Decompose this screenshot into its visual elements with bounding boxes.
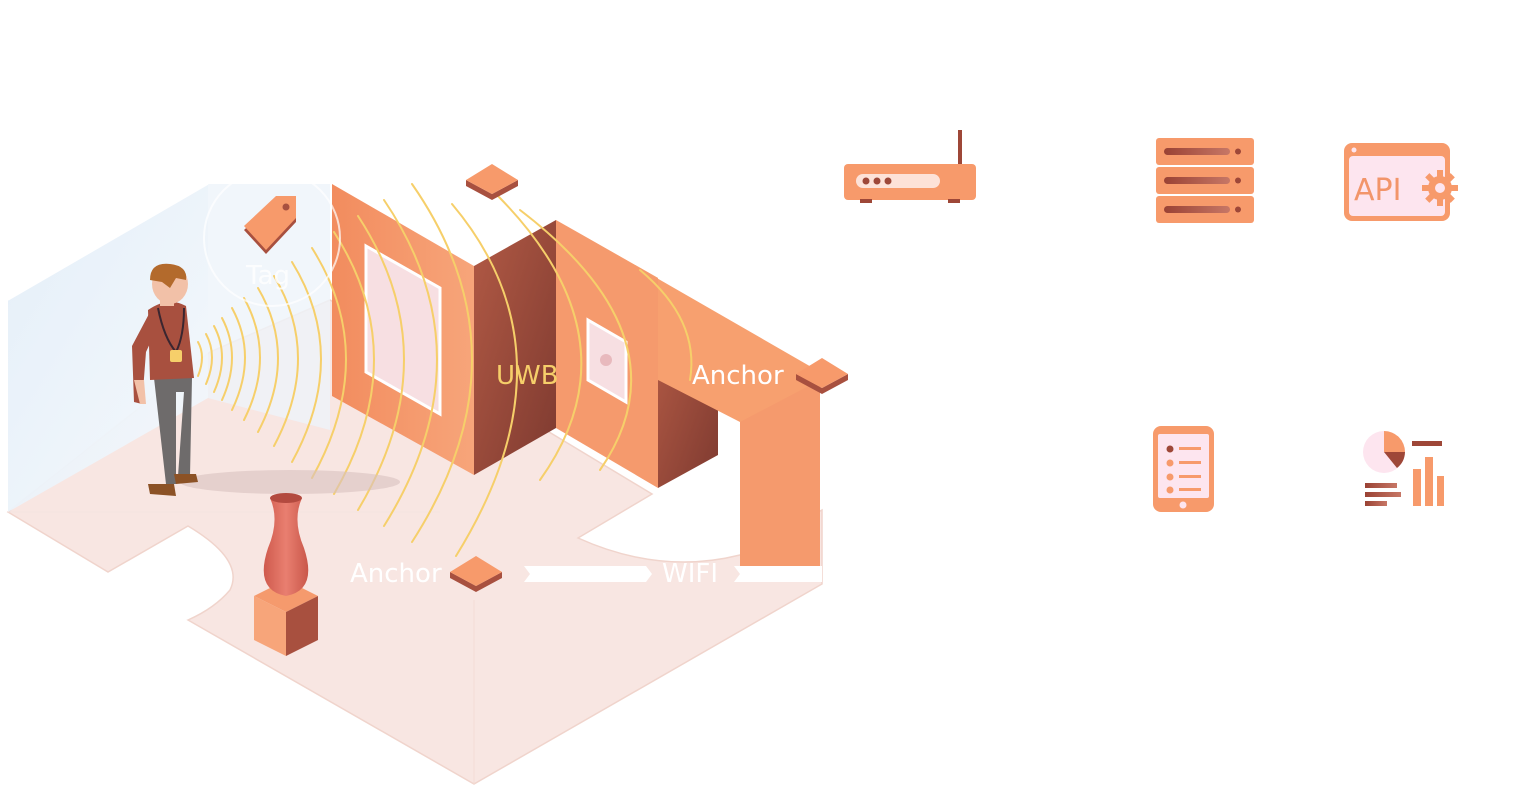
wifi-label: WIFI	[662, 559, 718, 589]
api-settings-icon: API	[1344, 143, 1458, 221]
back-walls	[332, 184, 820, 566]
server-rack-icon	[1156, 138, 1254, 223]
room-floor	[6, 299, 823, 785]
vase-exhibit	[254, 493, 318, 656]
anchor-right	[796, 358, 848, 394]
anchor-bottom-label: Anchor	[350, 559, 442, 589]
wifi-link-arrows	[524, 566, 822, 582]
gear-icon	[1422, 170, 1458, 206]
anchor-top	[466, 164, 518, 200]
anchor-right-label: Anchor	[692, 361, 784, 391]
api-text: API	[1354, 173, 1401, 208]
tag-icon	[203, 169, 341, 307]
anchor-bottom	[450, 556, 502, 592]
analytics-charts-icon	[1363, 431, 1444, 506]
tag-label: Tag	[245, 261, 290, 291]
tablet-checklist-icon	[1153, 426, 1214, 512]
router-icon	[844, 130, 976, 203]
uwb-label: UWB	[496, 361, 559, 391]
uwb-signal-waves	[197, 183, 693, 557]
person-with-tag	[132, 263, 400, 496]
